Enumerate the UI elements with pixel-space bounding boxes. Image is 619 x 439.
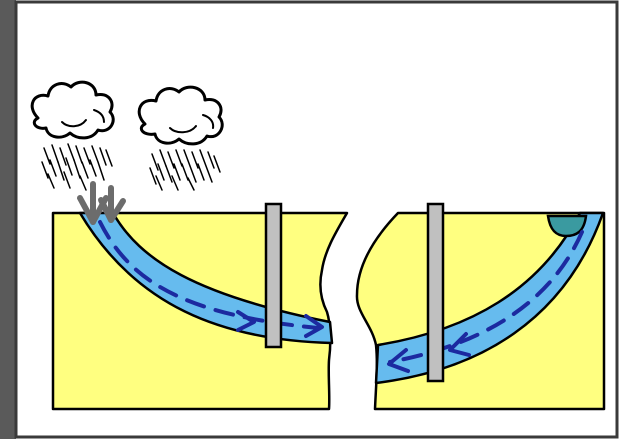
cloud-shape	[137, 85, 224, 146]
rain-streaks	[41, 143, 113, 191]
right-flow-arrow	[388, 230, 584, 364]
flow-arrow-icon	[304, 314, 324, 338]
well-casing-icon	[264, 202, 283, 349]
well-casing-icon	[426, 202, 445, 383]
cloud-detail	[61, 109, 105, 128]
frame-border	[14, 0, 619, 439]
rain-streaks	[149, 149, 221, 191]
rain-cloud-icon	[30, 80, 115, 191]
cloud-detail	[169, 114, 215, 134]
flow-arrow-icon	[387, 348, 410, 373]
rain-cloud-icon	[137, 85, 224, 191]
cloud-shape	[30, 80, 115, 140]
pond-icon	[546, 214, 588, 238]
flow-arrow-icon	[236, 310, 256, 332]
left-flow-arrow	[98, 220, 320, 330]
left-ground-block	[51, 202, 349, 411]
recharge-arrow-icon	[77, 181, 126, 225]
right-ground-block	[355, 202, 606, 411]
frame-sidebar	[0, 0, 16, 439]
flow-arrow-icon	[448, 332, 471, 357]
